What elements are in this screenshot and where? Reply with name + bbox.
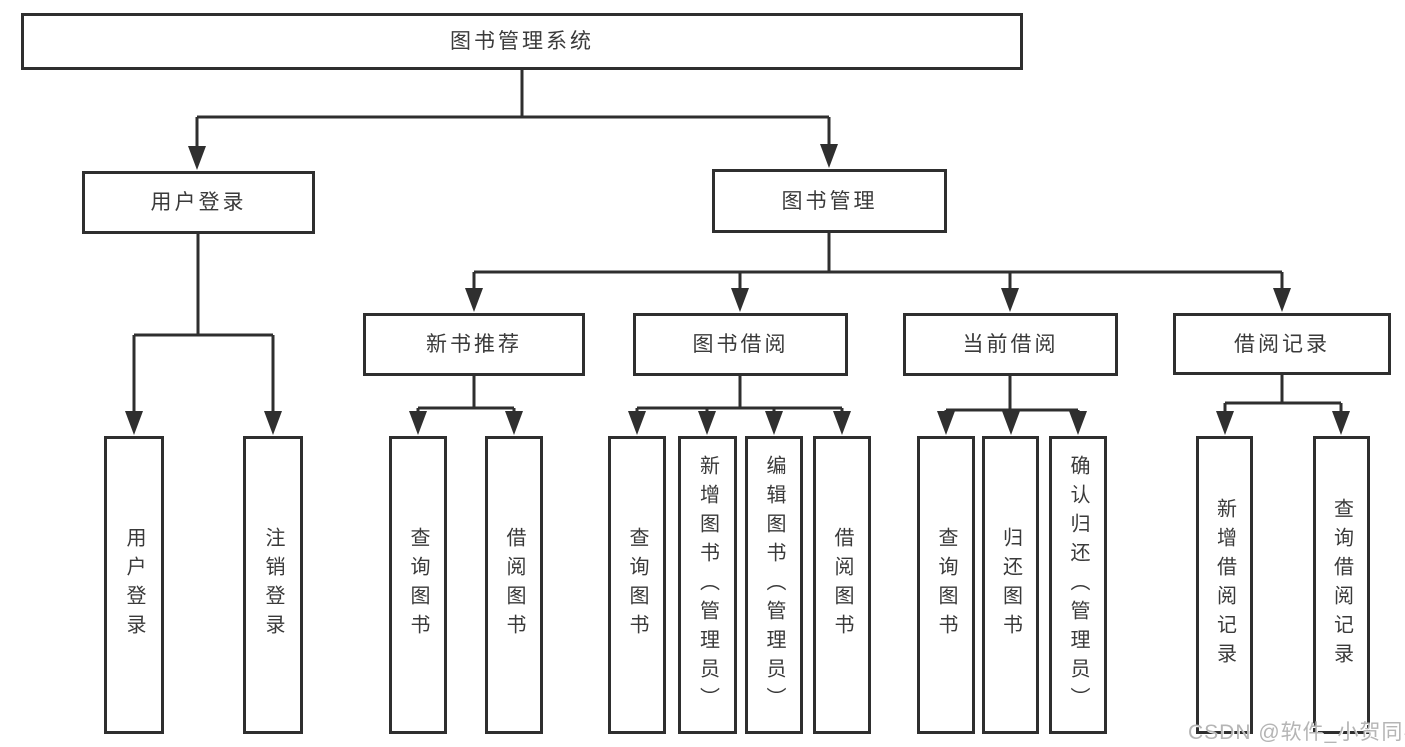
leaf-label: 确认归还（管理员） bbox=[1067, 454, 1089, 716]
leaf-label: 新增借阅记录 bbox=[1213, 498, 1236, 672]
watermark: CSDN @软件_小贺同学 bbox=[1188, 721, 1405, 744]
leaf-label: 编辑图书（管理员） bbox=[763, 454, 785, 716]
node-label: 借阅记录 bbox=[1234, 332, 1330, 356]
node-label: 图书管理系统 bbox=[450, 30, 594, 53]
node-library-management-system: 图书管理系统 bbox=[21, 13, 1023, 70]
node-book-borrowing: 图书借阅 bbox=[633, 313, 848, 376]
node-label: 图书借阅 bbox=[692, 333, 789, 356]
leaf-label: 归还图书 bbox=[999, 527, 1022, 643]
leaf-br-add-record: 新增借阅记录 bbox=[1196, 436, 1253, 734]
leaf-cb-confirm-return-admin: 确认归还（管理员） bbox=[1049, 436, 1107, 734]
leaf-label: 查询图书 bbox=[407, 527, 429, 643]
leaf-bb-edit-books-admin: 编辑图书（管理员） bbox=[745, 436, 803, 734]
arrowheads bbox=[125, 144, 1350, 435]
leaf-cb-query-books: 查询图书 bbox=[917, 436, 975, 734]
leaf-label: 新增图书（管理员） bbox=[696, 454, 719, 716]
leaf-bb-borrow-books: 借阅图书 bbox=[813, 436, 871, 734]
node-label: 当前借阅 bbox=[962, 333, 1059, 356]
leaf-bb-add-books-admin: 新增图书（管理员） bbox=[678, 436, 737, 734]
node-book-management: 图书管理 bbox=[712, 169, 947, 233]
leaf-label: 查询图书 bbox=[935, 527, 957, 643]
node-label: 新书推荐 bbox=[426, 333, 522, 356]
leaf-nbr-query-books: 查询图书 bbox=[389, 436, 447, 734]
node-user-login: 用户登录 bbox=[82, 171, 315, 234]
leaf-label: 注销登录 bbox=[262, 527, 284, 643]
leaf-label: 用户登录 bbox=[123, 527, 145, 643]
leaf-label: 借阅图书 bbox=[831, 527, 853, 643]
leaf-nbr-borrow-books: 借阅图书 bbox=[485, 436, 543, 734]
leaf-label: 查询图书 bbox=[626, 527, 648, 643]
leaf-user-login: 用户登录 bbox=[104, 436, 164, 734]
node-label: 用户登录 bbox=[150, 191, 247, 214]
leaf-br-query-record: 查询借阅记录 bbox=[1313, 436, 1370, 734]
leaf-cb-return-books: 归还图书 bbox=[982, 436, 1039, 734]
leaf-bb-query-books: 查询图书 bbox=[608, 436, 666, 734]
leaf-label: 借阅图书 bbox=[503, 527, 525, 643]
node-borrowing-records: 借阅记录 bbox=[1173, 313, 1391, 375]
leaf-logout: 注销登录 bbox=[243, 436, 303, 734]
node-label: 图书管理 bbox=[781, 189, 878, 213]
node-current-borrowing: 当前借阅 bbox=[903, 313, 1118, 376]
node-new-book-recommend: 新书推荐 bbox=[363, 313, 585, 376]
leaf-label: 查询借阅记录 bbox=[1330, 498, 1353, 672]
